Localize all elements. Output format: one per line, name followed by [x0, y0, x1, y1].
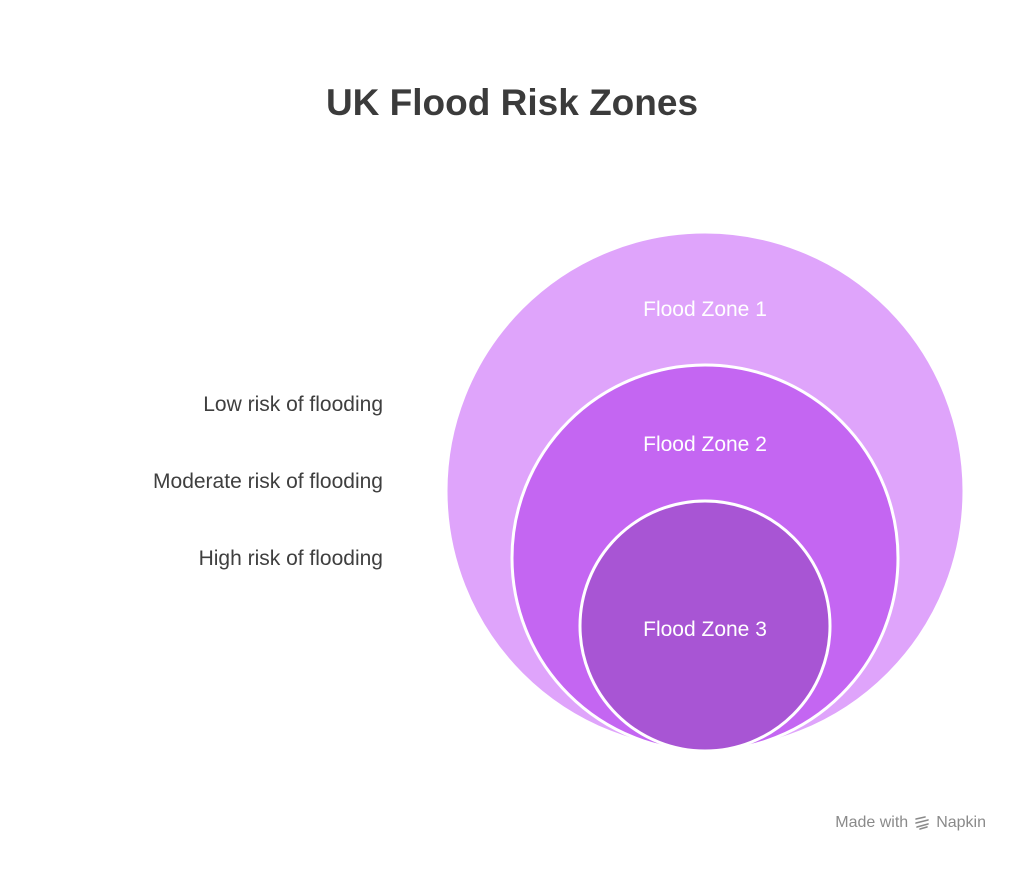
- risk-label-moderate: Moderate risk of flooding: [153, 470, 383, 493]
- napkin-logo-icon: [915, 816, 929, 830]
- zone-3-circle: [578, 499, 832, 753]
- risk-label-high: High risk of flooding: [198, 547, 383, 570]
- zone-1-label: Flood Zone 1: [643, 298, 767, 321]
- made-with-napkin-badge[interactable]: Made with Napkin: [835, 814, 986, 832]
- zone-2-label: Flood Zone 2: [643, 433, 767, 456]
- napkin-brand-label: Napkin: [936, 814, 986, 831]
- made-with-label: Made with: [835, 814, 909, 831]
- zone-3-label: Flood Zone 3: [643, 618, 767, 641]
- risk-label-low: Low risk of flooding: [203, 393, 383, 416]
- page-title: UK Flood Risk Zones: [325, 82, 699, 123]
